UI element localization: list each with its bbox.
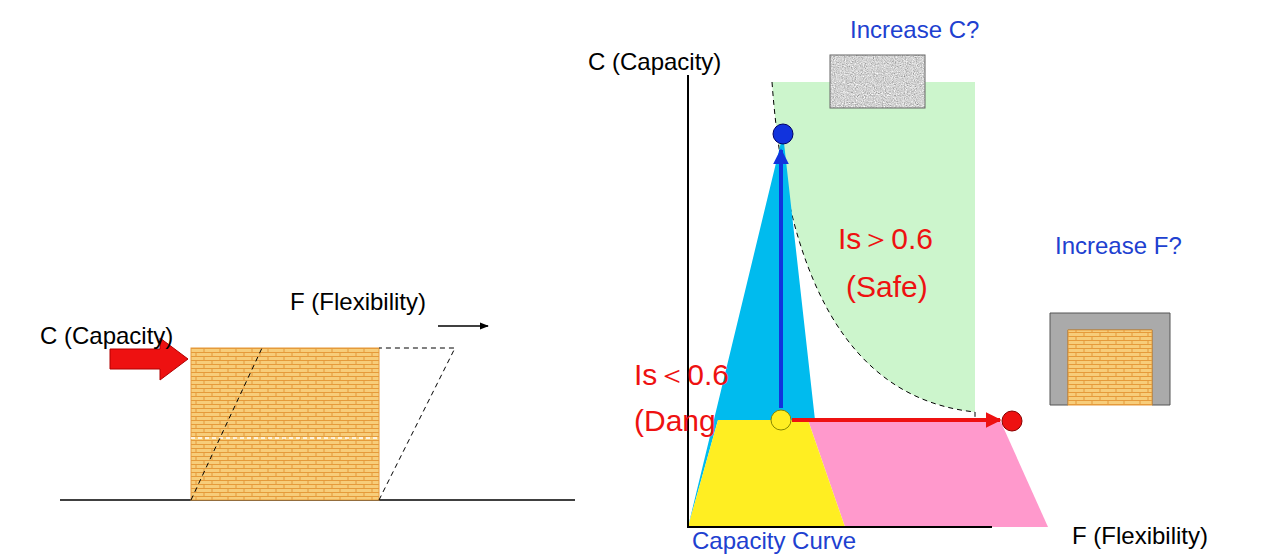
increase-f-arrow [792,418,1000,422]
axis-label: F (Flexibility) [1072,522,1208,550]
steel-jacket [1050,313,1170,405]
zone-label: (Safe) [846,270,928,305]
axis-label: C (Capacity) [588,48,721,76]
chart-caption: Capacity Curve [692,527,856,555]
ductile-point [1002,411,1022,431]
ductility-area [808,420,1048,527]
jacketed-wall [1068,330,1152,405]
deformed-outline [191,348,455,500]
zone-label: Is＞0.6 [838,222,933,257]
drift-label: F (Flexibility) [290,288,426,316]
existing-point [771,410,791,430]
option-label: Increase C? [850,16,979,44]
brick-wall [191,348,379,500]
zone-label: Is＜0.6 [634,358,729,393]
zone-label: (Dang [634,404,716,439]
increase-c-arrow [779,150,783,408]
y-axis [687,75,689,528]
concrete-outline [830,55,925,108]
strengthened-point [773,124,793,144]
force-label: C (Capacity) [40,322,173,350]
concrete-block [830,55,925,108]
option-label: Increase F? [1055,232,1182,260]
drift-arrow [438,325,488,327]
